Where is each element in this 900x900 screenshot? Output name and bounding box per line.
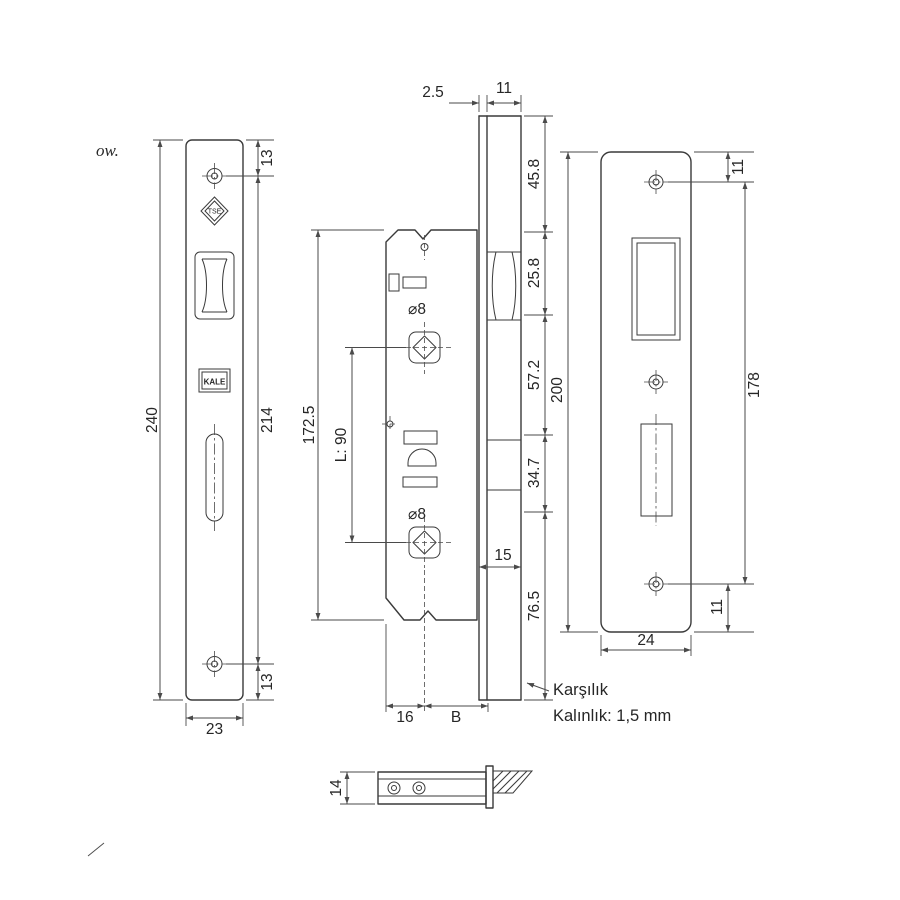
case-top-screw xyxy=(420,235,429,260)
tse-logo-text: TSE xyxy=(208,209,222,216)
dim-case-thickness: 14 xyxy=(328,771,375,805)
dim-label-11-top: 11 xyxy=(730,159,747,175)
lock-body-view: ⌀8 ⌀8 172.5 xyxy=(301,80,671,726)
dim-label-11-bottom: 11 xyxy=(709,599,726,615)
latch-mechanism-parts xyxy=(388,273,427,292)
cam-parts xyxy=(382,416,438,488)
dim-body-length: 172.5 xyxy=(301,229,384,621)
dim-center-distance: L: 90 xyxy=(333,347,406,543)
tse-logo: TSE xyxy=(200,196,229,226)
dim-label-76-5: 76.5 xyxy=(526,591,543,621)
section-view: 14 xyxy=(328,765,534,809)
dim-label-172-5: 172.5 xyxy=(301,406,318,445)
kale-logo: KALE xyxy=(198,368,231,393)
dim-label-2-5: 2.5 xyxy=(422,84,444,101)
dim-offset-15: 15 xyxy=(479,547,521,570)
dim-label-13-top: 13 xyxy=(259,149,276,166)
strike-deadbolt-cutout xyxy=(640,414,673,526)
note-line-2: Kalınlık: 1,5 mm xyxy=(553,707,671,725)
note-line-1: Karşılık xyxy=(553,681,609,699)
dim-label-l90: L: 90 xyxy=(333,427,350,462)
dim-strike-hole-offsets: 11 178 11 xyxy=(668,151,763,633)
strike-latch-cutout xyxy=(631,237,681,341)
dim-label-25-8: 25.8 xyxy=(526,258,543,288)
deadbolt-slot xyxy=(205,424,224,531)
front-plate-bottom-screw-hole xyxy=(202,651,227,677)
section-case-outline xyxy=(377,771,487,805)
lock-case-outline xyxy=(385,229,478,621)
strike-note: Karşılık Kalınlık: 1,5 mm xyxy=(526,681,671,725)
dim-strike-length: 200 xyxy=(549,151,598,633)
dim-front-plate-width: 23 xyxy=(185,703,244,738)
page-scratch-mark xyxy=(87,842,105,857)
dim-backset: 16 B xyxy=(385,570,489,726)
dim-label-dia8-bottom: ⌀8 xyxy=(408,506,426,523)
dim-label-14: 14 xyxy=(328,779,345,797)
dim-label-240: 240 xyxy=(144,407,161,433)
section-screw-bosses xyxy=(387,781,426,795)
dim-label-13-bottom: 13 xyxy=(259,673,276,690)
dim-label-16: 16 xyxy=(396,709,413,726)
strike-top-screw-hole xyxy=(644,170,668,194)
faceplate-edge xyxy=(478,115,522,701)
handle-follower-square: ⌀8 xyxy=(398,301,452,374)
front-plate-top-screw-hole xyxy=(202,163,227,189)
front-plate-outline xyxy=(185,139,244,701)
watermark-text: ow. xyxy=(96,141,119,160)
dim-label-57-2: 57.2 xyxy=(526,360,543,390)
front-plate-view: TSE KALE xyxy=(144,139,276,738)
dim-front-plate-hole-offsets: 13 214 13 xyxy=(226,139,276,701)
dim-chain-faceplate: 45.8 25.8 57.2 34.7 76.5 xyxy=(524,115,553,701)
strike-bottom-screw-hole xyxy=(644,572,668,596)
dim-label-dia8-top: ⌀8 xyxy=(408,301,426,318)
cylinder-follower-square: ⌀8 xyxy=(398,506,452,568)
dim-label-11-faceplate: 11 xyxy=(496,80,512,97)
section-faceplate xyxy=(485,765,494,809)
roller-latch-edge xyxy=(487,251,521,321)
roller-latch-cutout xyxy=(194,251,235,320)
strike-middle-screw-hole xyxy=(644,370,668,394)
dim-faceplate-section: 2.5 11 xyxy=(422,80,522,112)
dim-label-15: 15 xyxy=(494,547,511,564)
strike-plate-outline xyxy=(600,151,692,633)
dim-label-178: 178 xyxy=(746,372,763,398)
dim-label-b: B xyxy=(451,709,461,726)
dim-label-45-8: 45.8 xyxy=(526,159,543,189)
dim-label-23: 23 xyxy=(206,721,223,738)
dim-front-plate-length: 240 xyxy=(144,139,183,701)
section-latch-bolt xyxy=(492,770,534,794)
strike-plate-view: 11 178 11 200 24 xyxy=(549,151,763,656)
deadbolt-edge xyxy=(487,439,521,491)
dim-label-214: 214 xyxy=(259,407,276,433)
dim-label-34-7: 34.7 xyxy=(526,458,543,488)
kale-logo-text: KALE xyxy=(204,378,226,387)
dim-label-200: 200 xyxy=(549,377,566,403)
dim-strike-width: 24 xyxy=(600,632,692,656)
dim-label-24: 24 xyxy=(637,632,655,649)
